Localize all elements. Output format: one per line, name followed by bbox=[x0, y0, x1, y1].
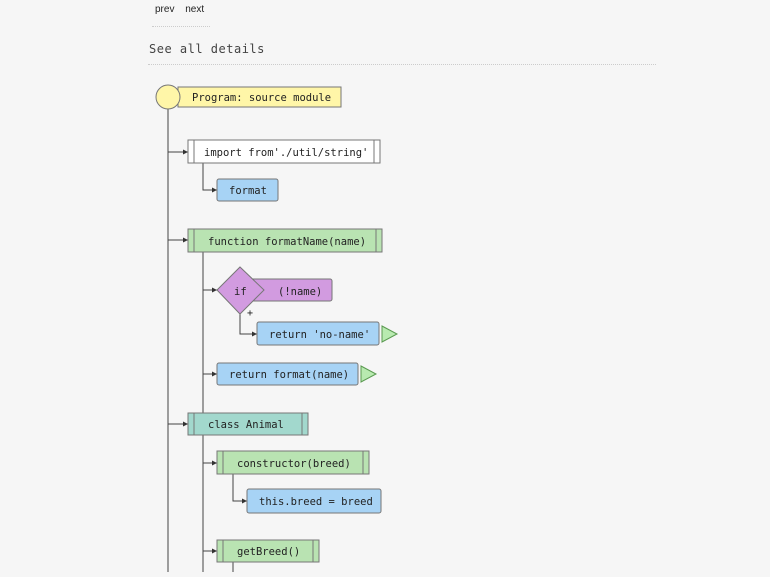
import-label: import from'./util/string' bbox=[204, 147, 368, 159]
getter-node[interactable]: getBreed() bbox=[216, 539, 320, 563]
if-node[interactable]: if (!name) + bbox=[216, 266, 333, 319]
constructor-node[interactable]: constructor(breed) bbox=[216, 450, 370, 475]
next-link[interactable]: next bbox=[185, 4, 205, 15]
import-node[interactable]: import from'./util/string' bbox=[187, 139, 381, 164]
connectors bbox=[167, 108, 257, 572]
return-format-label: return format(name) bbox=[229, 369, 349, 381]
if-condition-label: (!name) bbox=[278, 286, 322, 298]
constructor-label: constructor(breed) bbox=[237, 458, 351, 470]
return-no-name-node[interactable]: return 'no-name' bbox=[256, 321, 399, 346]
import-spec-label: format bbox=[229, 185, 267, 197]
return-arrow-icon bbox=[360, 365, 378, 383]
return-no-name-label: return 'no-name' bbox=[269, 329, 370, 341]
assign-node[interactable]: this.breed = breed bbox=[246, 488, 382, 514]
details-divider bbox=[148, 64, 656, 65]
function-label: function formatName(name) bbox=[208, 236, 366, 248]
import-spec-node[interactable]: format bbox=[216, 178, 279, 202]
program-label: Program: source module bbox=[192, 92, 331, 104]
program-start-circle bbox=[155, 84, 181, 110]
assign-label: this.breed = breed bbox=[259, 496, 373, 508]
class-label: class Animal bbox=[208, 419, 284, 431]
if-keyword: if bbox=[234, 286, 247, 298]
if-diamond bbox=[216, 266, 265, 315]
class-node[interactable]: class Animal bbox=[187, 412, 309, 436]
if-true-connector bbox=[239, 314, 257, 337]
pager-divider bbox=[152, 26, 210, 27]
getter-label: getBreed() bbox=[237, 546, 300, 558]
import-spec-connector bbox=[202, 163, 217, 193]
return-arrow-icon bbox=[381, 325, 399, 343]
function-node[interactable]: function formatName(name) bbox=[187, 228, 383, 253]
pager: prev next bbox=[155, 4, 212, 15]
return-format-node[interactable]: return format(name) bbox=[216, 362, 378, 386]
assign-connector bbox=[232, 474, 247, 504]
see-all-details-link[interactable]: See all details bbox=[149, 42, 265, 56]
if-true-marker: + bbox=[247, 308, 253, 319]
prev-link[interactable]: prev bbox=[155, 4, 175, 15]
program-node[interactable]: Program: source module bbox=[155, 84, 342, 110]
